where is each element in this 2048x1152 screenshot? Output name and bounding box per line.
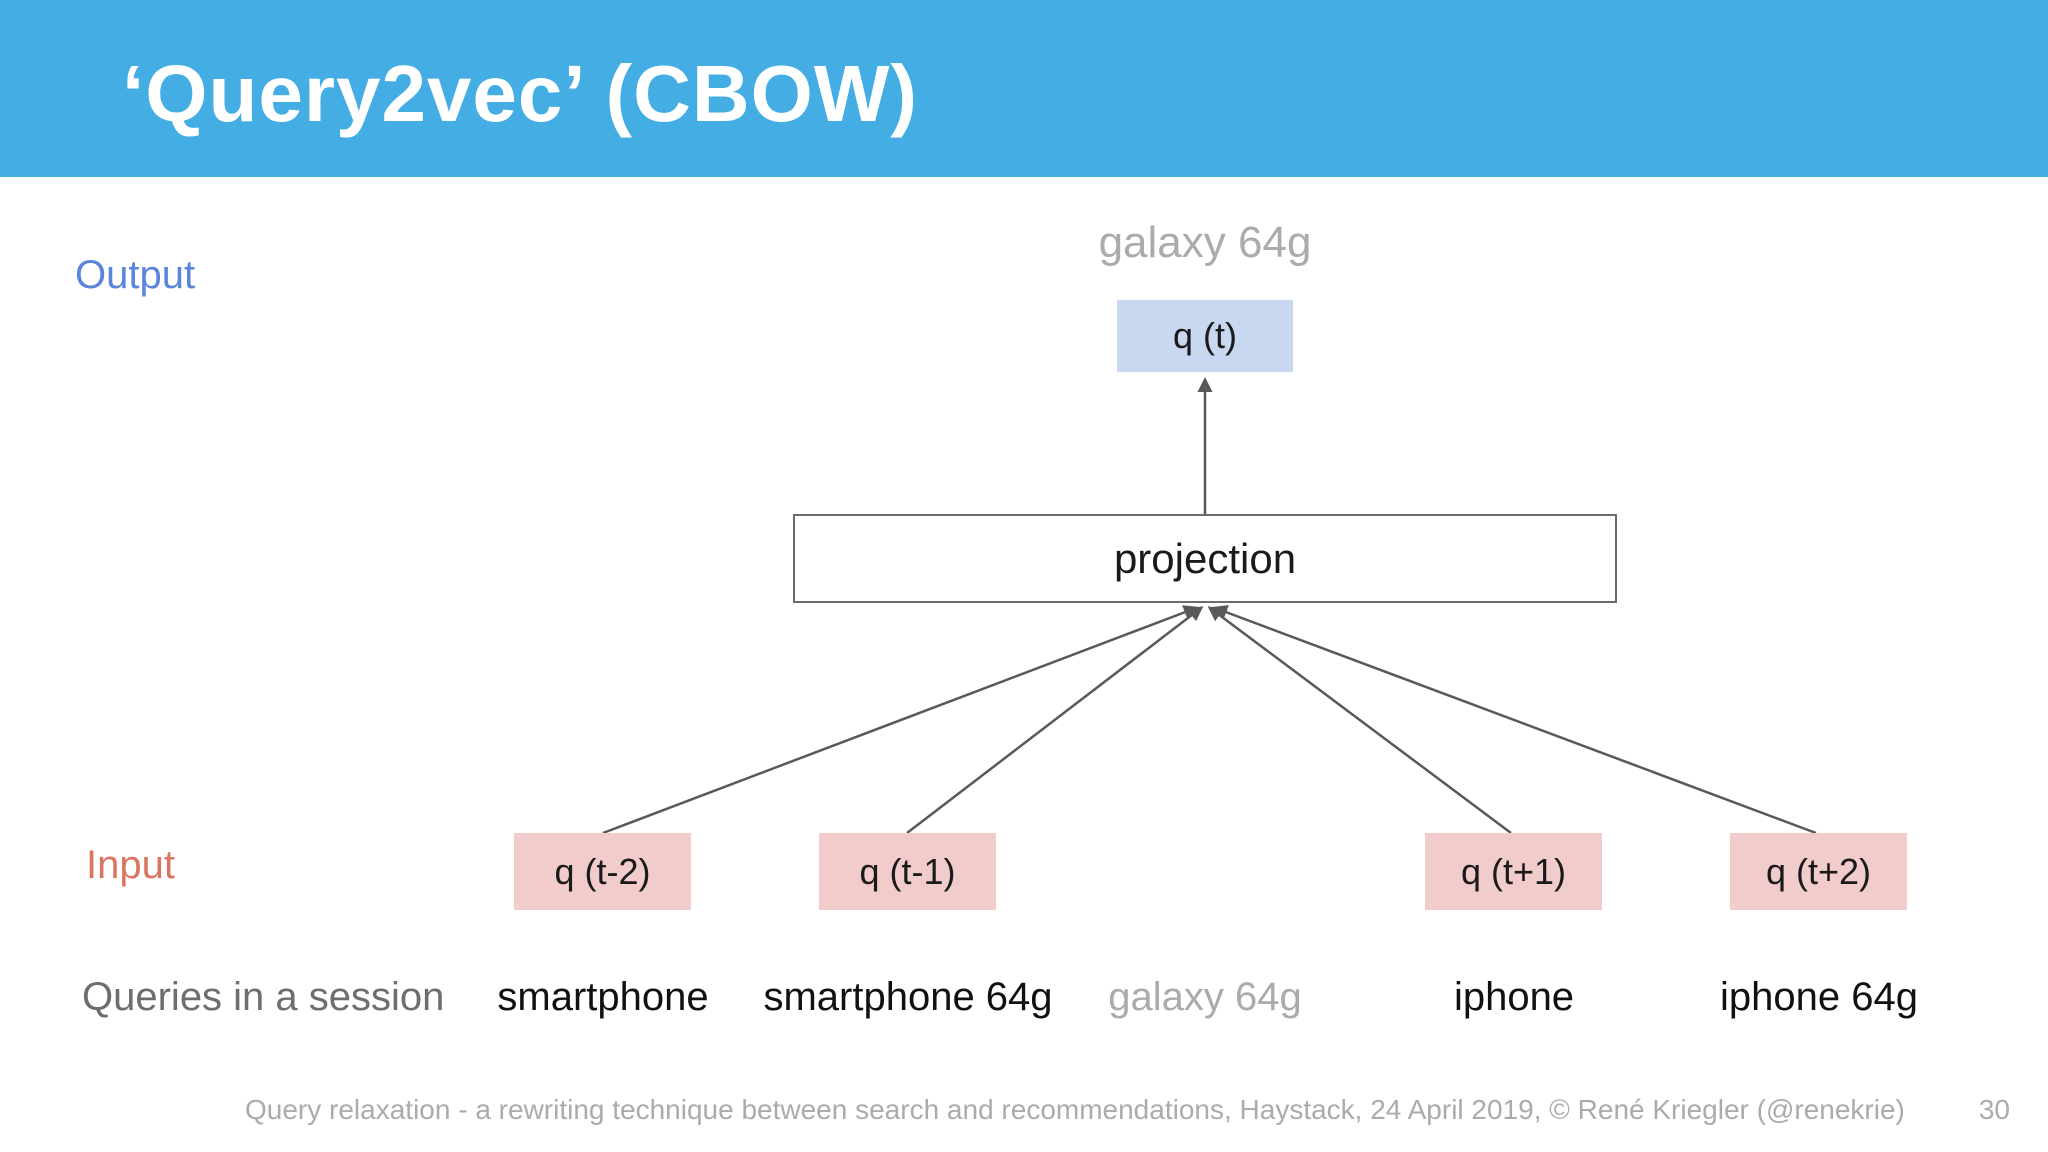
slide-title: ‘Query2vec’ (CBOW) [122,49,919,138]
slide-header-bar: ‘Query2vec’ (CBOW) [0,0,2048,177]
arrow-input1-to-projection [602,605,1199,835]
input-node-qt-plus-2: q (t+2) [1730,833,1907,910]
output-node-qt: q (t) [1117,300,1293,372]
input-node-qt-minus-1: q (t-1) [819,833,996,910]
output-label: Output [75,253,196,297]
page-number: 30 [1978,1094,2010,1125]
input-node-qt-minus-2: q (t-2) [514,833,691,910]
projection-node: projection [793,514,1617,603]
arrow-input2-to-projection [906,606,1204,834]
predicted-query-text: galaxy 64g [1098,218,1312,267]
session-query-1: smartphone [497,975,709,1019]
arrow-input3-to-projection [1207,606,1512,835]
footer-credit: Query relaxation - a rewriting technique… [245,1094,1905,1125]
session-query-2: smartphone 64g [763,975,1053,1019]
session-row-label: Queries in a session [82,975,445,1019]
session-query-5: iphone 64g [1720,975,1918,1019]
input-node-qt-plus-1: q (t+1) [1425,833,1602,910]
session-query-4: iphone [1453,975,1575,1019]
session-query-3-target: galaxy 64g [1108,975,1302,1019]
input-label: Input [86,843,175,887]
arrow-input4-to-projection [1212,605,1817,835]
